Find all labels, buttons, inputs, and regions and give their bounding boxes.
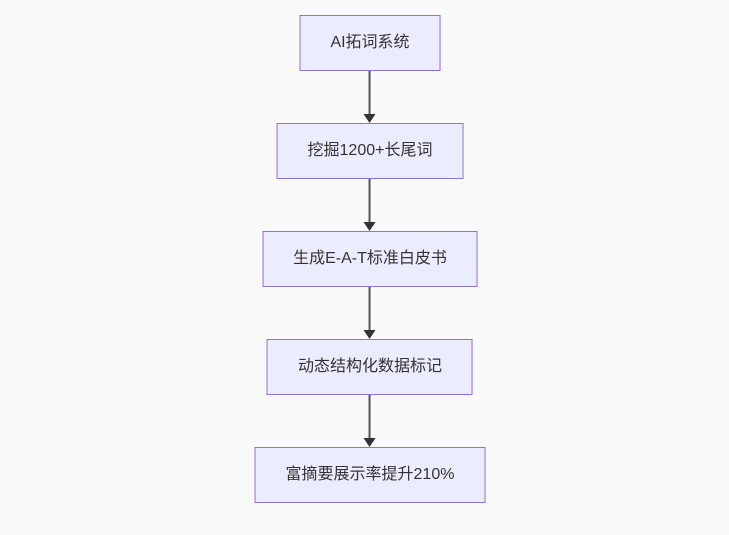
flow-edge-4 (364, 395, 376, 447)
arrowhead-down-icon (364, 438, 376, 447)
arrowhead-down-icon (364, 114, 376, 123)
arrowhead-down-icon (364, 330, 376, 339)
arrowhead-down-icon (364, 222, 376, 231)
arrow-line (369, 287, 371, 330)
flow-node-rich-snippet-result: 富摘要展示率提升210% (254, 447, 486, 503)
flow-edge-3 (364, 287, 376, 339)
flow-edge-1 (364, 71, 376, 123)
arrow-line (369, 395, 371, 438)
flow-node-structured-data-markup: 动态结构化数据标记 (266, 339, 473, 395)
arrow-line (369, 179, 371, 222)
arrow-line (369, 71, 371, 114)
flow-node-longtail-mining: 挖掘1200+长尾词 (276, 123, 464, 179)
flow-node-ai-keyword-system: AI拓词系统 (299, 15, 441, 71)
flow-node-eat-whitepaper: 生成E-A-T标准白皮书 (262, 231, 478, 287)
flowchart: AI拓词系统 挖掘1200+长尾词 生成E-A-T标准白皮书 动态结构化数据标记… (254, 15, 486, 503)
flow-edge-2 (364, 179, 376, 231)
